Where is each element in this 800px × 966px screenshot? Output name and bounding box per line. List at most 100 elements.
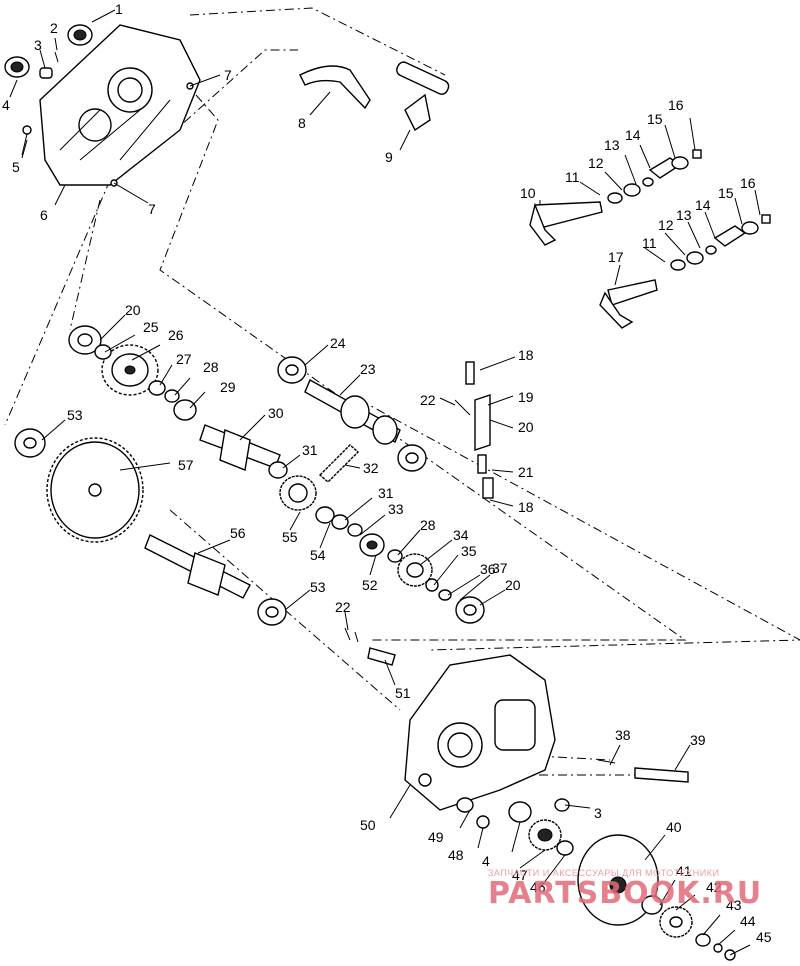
callout-26: 26 (168, 327, 184, 343)
output-shaft-56 (144, 534, 251, 599)
callout-28a: 28 (203, 359, 219, 375)
callout-19: 19 (518, 389, 534, 405)
bearing-20b (455, 596, 485, 624)
washers-lower (670, 214, 771, 271)
washer-31a (268, 461, 288, 479)
callout-53b: 53 (310, 579, 326, 595)
callout-55: 55 (282, 529, 298, 545)
sheave-40 (577, 834, 659, 926)
callout-labels: 1 2 3 4 5 6 7 7 8 9 10 11 12 13 14 15 16… (2, 1, 772, 945)
chain-32 (318, 444, 360, 483)
callout-7b: 7 (148, 201, 156, 217)
watermark-tagline: ЗАПЧАСТИ И АКСЕССУАРЫ ДЛЯ МОТОТЕХНИКИ (488, 868, 720, 878)
callout-51: 51 (395, 685, 411, 701)
oil-seal-1 (67, 24, 93, 46)
sprocket-47 (528, 819, 562, 851)
pin-38 (597, 759, 616, 764)
callout-53a: 53 (67, 407, 83, 423)
callout-49: 49 (428, 829, 444, 845)
callout-22a: 22 (420, 392, 436, 408)
callout-11a: 11 (565, 169, 580, 185)
hub-52 (359, 533, 385, 557)
callout-8: 8 (298, 115, 306, 131)
callout-1: 1 (115, 1, 123, 17)
oil-seal-4 (4, 56, 30, 78)
callout-57: 57 (178, 457, 194, 473)
callout-28b: 28 (420, 517, 436, 533)
shift-fork-9 (396, 61, 450, 132)
bearing-24 (277, 356, 307, 384)
washers-upper (607, 149, 702, 204)
washer-31b (331, 514, 349, 530)
callout-4b: 4 (482, 853, 490, 869)
callout-2: 2 (50, 20, 58, 36)
bolt-5 (21, 125, 32, 156)
callout-12a: 12 (588, 155, 604, 171)
callout-48: 48 (448, 847, 464, 863)
bracket-51 (367, 647, 396, 666)
callout-16a: 16 (668, 97, 684, 113)
callout-38: 38 (615, 727, 631, 743)
callout-56: 56 (230, 525, 246, 541)
bearing-27 (148, 380, 166, 396)
callout-21: 21 (518, 464, 534, 480)
assembly-guide-lines (4, 7, 800, 776)
callout-40: 40 (666, 819, 682, 835)
callout-41: 41 (676, 863, 692, 879)
callout-10: 10 (520, 185, 536, 201)
callout-7a: 7 (224, 67, 232, 83)
sprocket-42 (659, 906, 693, 938)
callout-3b: 3 (594, 805, 602, 821)
bushing-3 (39, 67, 53, 79)
washer-36 (438, 589, 452, 601)
callout-13b: 13 (676, 207, 692, 223)
callout-22b: 22 (335, 599, 351, 615)
shaft-23 (304, 379, 401, 445)
callout-44: 44 (740, 913, 756, 929)
right-crankcase-50 (404, 654, 556, 811)
gear-57 (46, 437, 144, 543)
callout-18a: 18 (518, 347, 534, 363)
callout-45: 45 (756, 929, 772, 945)
left-crankcase-cover (39, 24, 201, 186)
bearing-20c (397, 444, 427, 472)
washer-33 (347, 523, 363, 537)
callout-30: 30 (268, 405, 284, 421)
callout-34: 34 (453, 527, 469, 543)
bolt-39 (634, 767, 689, 783)
callout-3: 3 (34, 37, 42, 53)
callout-37: 37 (492, 560, 508, 576)
callout-24: 24 (330, 335, 346, 351)
callout-14b: 14 (695, 197, 711, 213)
callout-46: 46 (530, 879, 546, 895)
callout-20b: 20 (505, 577, 521, 593)
callout-13a: 13 (604, 137, 620, 153)
callout-35: 35 (461, 543, 477, 559)
bearing-53b (257, 598, 287, 626)
washer-28b (387, 549, 403, 563)
watermark: ЗАПЧАСТИ И АКСЕССУАРЫ ДЛЯ МОТОТЕХНИКИ PA… (488, 868, 788, 911)
callout-50: 50 (360, 817, 376, 833)
callout-42: 42 (706, 879, 722, 895)
leader-lines (9, 9, 761, 956)
bearing-53a (14, 428, 46, 458)
plug-48 (476, 815, 490, 829)
gear-26 (101, 344, 159, 396)
callout-15b: 15 (718, 185, 734, 201)
callout-20a: 20 (125, 302, 141, 318)
bearing-54 (315, 506, 335, 524)
callout-43: 43 (726, 897, 742, 913)
callout-33: 33 (388, 501, 404, 517)
callout-27: 27 (176, 351, 192, 367)
callout-20c: 20 (518, 419, 534, 435)
callout-9: 9 (385, 149, 393, 165)
callout-17: 17 (608, 249, 624, 265)
seal-4b (508, 801, 532, 823)
gear-29 (173, 399, 197, 421)
callout-36: 36 (480, 561, 496, 577)
shift-arm-17 (599, 279, 658, 329)
callout-16b: 16 (740, 175, 756, 191)
washer-28a (164, 389, 180, 403)
shift-rod-assembly (454, 361, 494, 499)
shift-arm-10 (529, 201, 603, 246)
